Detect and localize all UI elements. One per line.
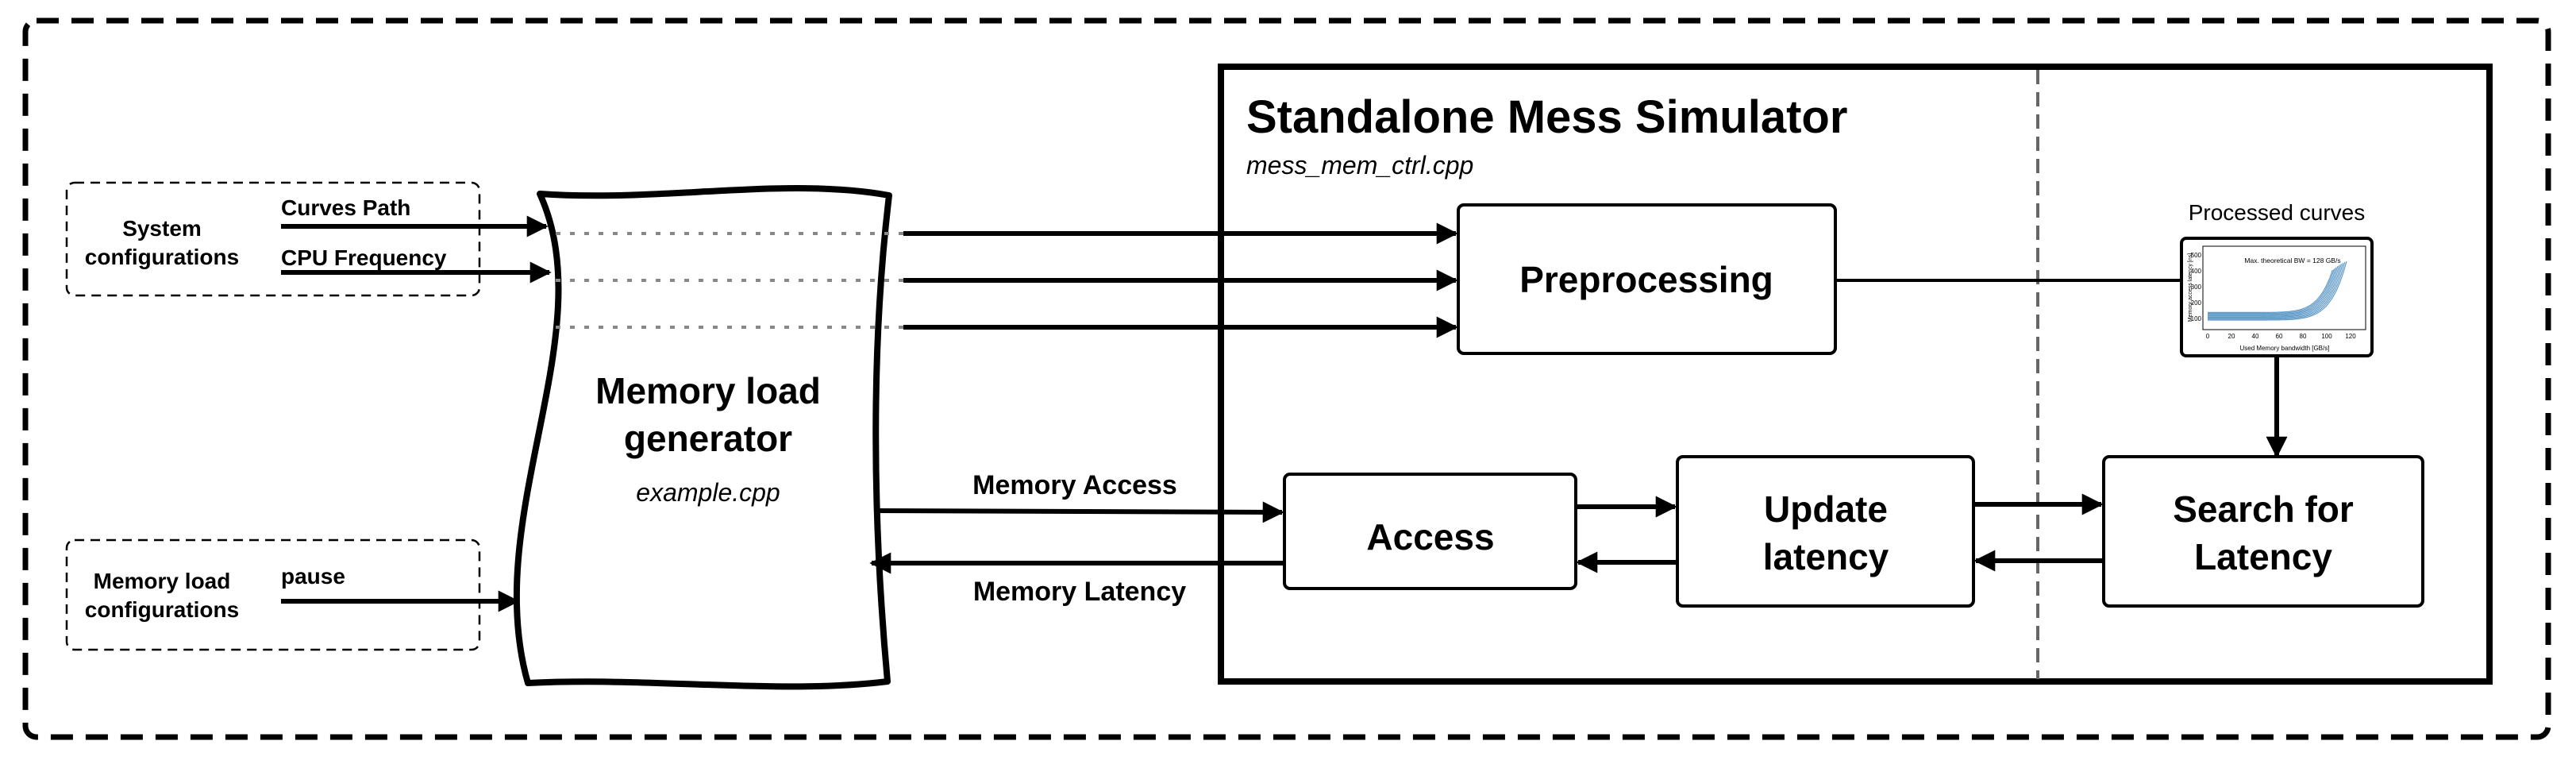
standalone-simulator: Standalone Mess Simulator mess_mem_ctrl.… [1218, 64, 2493, 685]
xtick-label: 20 [2228, 333, 2235, 340]
processed-curves-caption: Processed curves [2189, 200, 2366, 225]
curves-xlabel: Used Memory bandwidth [GB/s] [2240, 345, 2330, 352]
latency-curve-line [2208, 261, 2347, 321]
search-latency-label-line1: Search for [2173, 488, 2354, 530]
xtick-label: 60 [2276, 333, 2283, 340]
memory-load-configurations-group: Memory load configurations pause [65, 538, 520, 651]
memory-load-generator: Memory load generator example.cpp [513, 185, 903, 690]
xtick-label: 100 [2321, 333, 2332, 340]
search-latency-block [2102, 455, 2424, 608]
ytick-label: 100 [2191, 315, 2202, 322]
curves-path-param: Curves Path [281, 195, 410, 220]
generator-title-line1: Memory load [595, 370, 821, 411]
generator-title-line2: generator [624, 418, 792, 459]
latency-curve-line [2208, 262, 2344, 319]
latency-curve-line [2208, 269, 2333, 313]
xtick-label: 40 [2252, 333, 2259, 340]
search-latency-label-line2: Latency [2194, 536, 2332, 577]
curves-yticks: 100 200 300 400 500 [2191, 252, 2202, 322]
memory-config-label-line2: configurations [85, 597, 239, 622]
simulator-frame [1218, 64, 2493, 685]
latency-curve-line [2208, 264, 2342, 318]
simulator-title: Standalone Mess Simulator [1246, 91, 1847, 143]
system-config-label-line2: configurations [85, 245, 239, 269]
generator-shape [513, 185, 892, 690]
memory-config-label-line1: Memory load [94, 569, 231, 593]
xtick-label: 80 [2300, 333, 2307, 340]
ytick-label: 300 [2191, 284, 2202, 291]
access-block [1283, 473, 1577, 590]
memory-config-box [65, 538, 481, 651]
latency-curve-line [2208, 265, 2339, 316]
memory-access-label: Memory Access [972, 470, 1177, 500]
system-configurations-group: System configurations Curves Path CPU Fr… [65, 181, 552, 297]
preprocessing-label: Preprocessing [1519, 259, 1773, 300]
ytick-label: 400 [2191, 268, 2202, 275]
xtick-label: 0 [2206, 333, 2210, 340]
latency-curve-line [2208, 268, 2335, 315]
generator-file: example.cpp [636, 478, 780, 507]
curves-annotation: Max. theoretical BW = 128 GB/s [2244, 257, 2340, 264]
latency-curve-line [2208, 267, 2337, 315]
ytick-label: 200 [2191, 299, 2202, 307]
curves-xticks: 0 20 40 60 80 100 120 [2206, 333, 2356, 340]
latency-curve-line [2208, 264, 2340, 317]
update-latency-label-line2: latency [1763, 536, 1889, 577]
update-latency-block [1676, 455, 1975, 608]
xtick-label: 120 [2345, 333, 2356, 340]
system-config-box [65, 181, 481, 297]
memory-latency-label: Memory Latency [973, 577, 1186, 607]
pause-param: pause [281, 564, 345, 589]
update-latency-label-line1: Update [1764, 488, 1888, 530]
memory-access-arrow [876, 501, 1284, 523]
simulator-file: mess_mem_ctrl.cpp [1246, 151, 1473, 179]
latency-curve-line [2208, 261, 2346, 320]
processed-curves: Processed curves Max. theoretical BW = 1… [2180, 200, 2374, 357]
cpu-frequency-param: CPU Frequency [281, 245, 447, 270]
latency-curves [2208, 261, 2347, 321]
outer-dashed-frame [22, 17, 2551, 740]
access-label: Access [1366, 516, 1494, 558]
curves-ylabel: Memory access latency [ns] [2188, 253, 2193, 322]
ytick-label: 500 [2191, 252, 2202, 259]
system-config-label-line1: System [122, 216, 202, 241]
